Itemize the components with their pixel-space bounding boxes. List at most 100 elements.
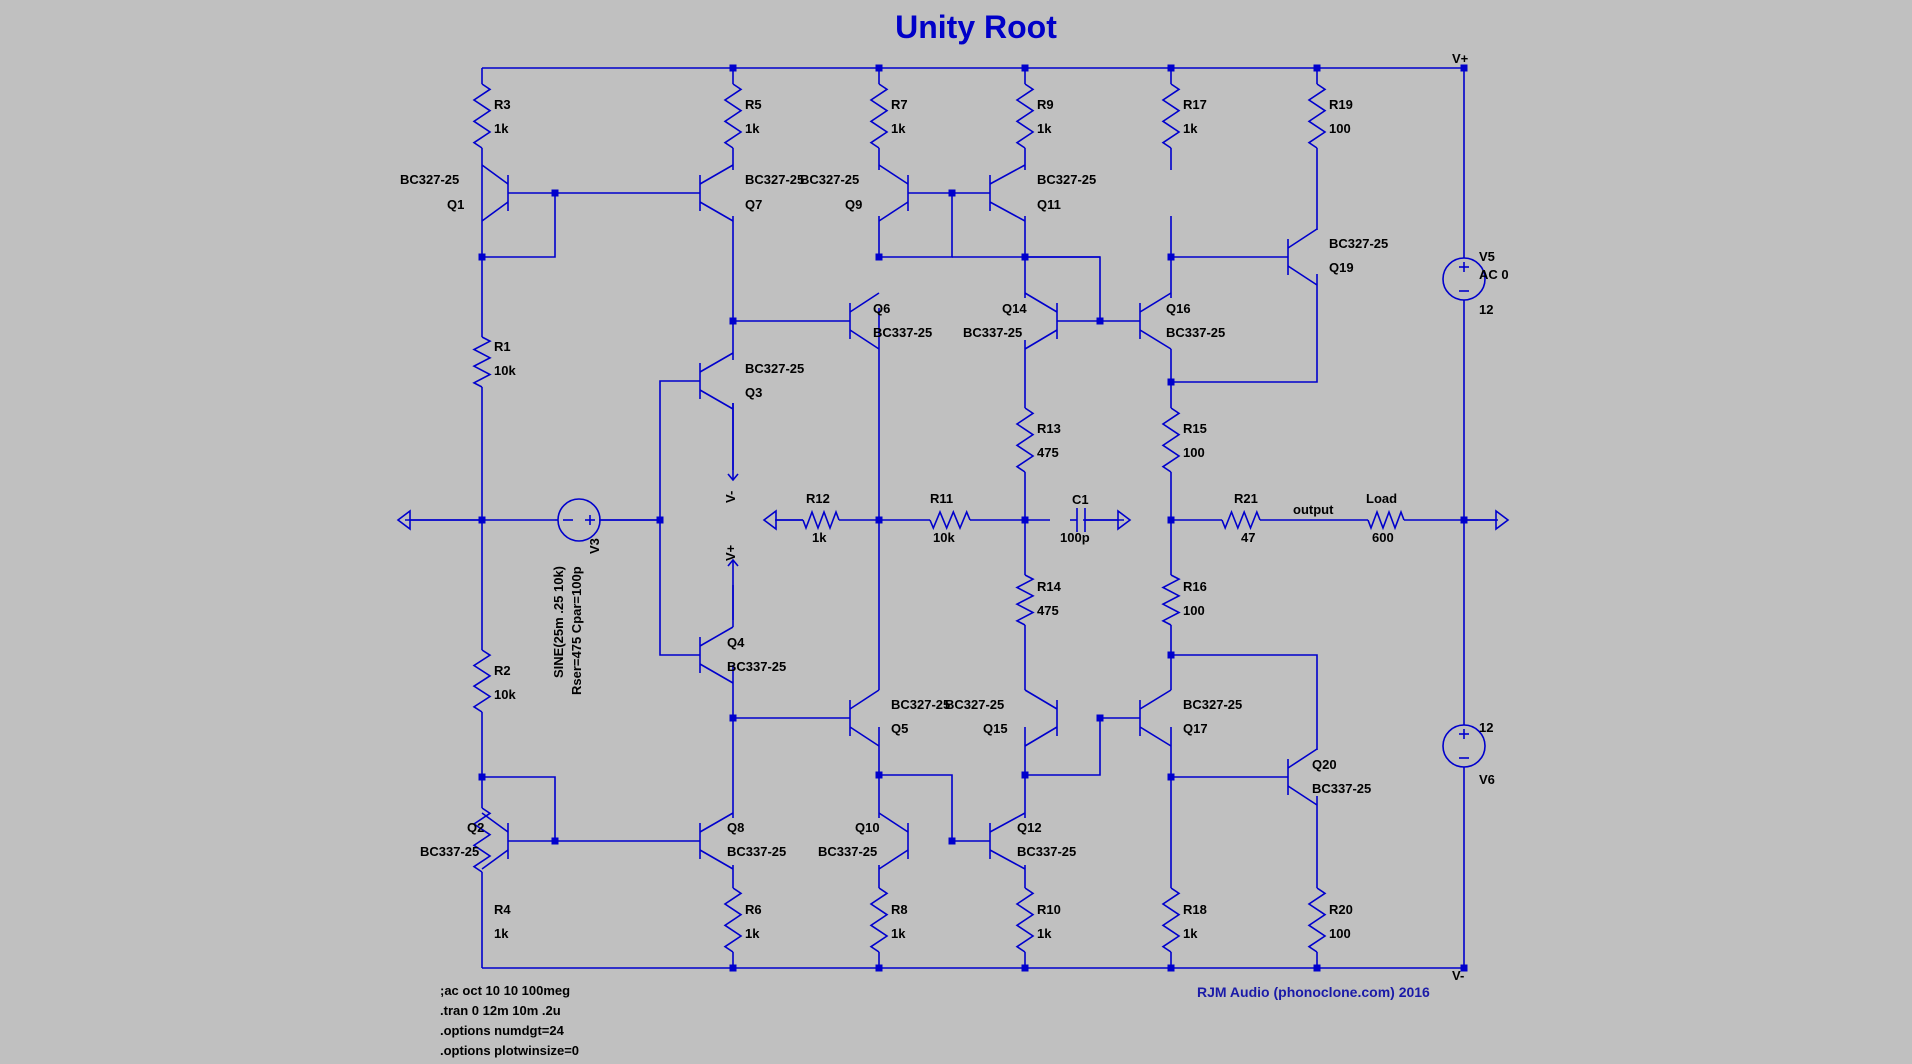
transistor-q9 bbox=[878, 164, 909, 222]
transistor-ref-q8: Q8 bbox=[727, 820, 744, 835]
input-port-left bbox=[396, 509, 411, 531]
output-net-label: output bbox=[1293, 502, 1334, 517]
wire bbox=[878, 193, 953, 258]
transistor-model-q8: BC337-25 bbox=[727, 844, 786, 859]
resistor-r17 bbox=[1161, 83, 1181, 149]
resistor-ref-r12: R12 bbox=[806, 491, 830, 506]
resistor-ref-r7: R7 bbox=[891, 97, 908, 112]
transistor-ref-q6: Q6 bbox=[873, 301, 890, 316]
transistor-ref-q15: Q15 bbox=[983, 721, 1008, 736]
resistor-r12 bbox=[802, 509, 840, 531]
wire bbox=[1170, 625, 1318, 750]
resistor-r13 bbox=[1015, 407, 1035, 473]
junction-dot bbox=[1313, 964, 1321, 972]
resistor-r10 bbox=[1015, 887, 1035, 953]
resistor-value-r6: 1k bbox=[745, 926, 760, 941]
resistor-ref-r14: R14 bbox=[1037, 579, 1062, 594]
resistor-value-r15: 100 bbox=[1183, 445, 1205, 460]
transistor-ref-q11: Q11 bbox=[1037, 197, 1061, 212]
transistor-model-q10: BC337-25 bbox=[818, 844, 877, 859]
transistor-model-q14: BC337-25 bbox=[963, 325, 1022, 340]
resistor-ref-r9: R9 bbox=[1037, 97, 1054, 112]
junction-dot bbox=[1167, 773, 1175, 781]
vminus-pin bbox=[727, 473, 739, 482]
junction-dot bbox=[729, 64, 737, 72]
resistor-r16 bbox=[1161, 574, 1181, 626]
wire bbox=[878, 727, 990, 842]
transistor-q16 bbox=[1139, 292, 1172, 350]
resistor-ref-r18: R18 bbox=[1183, 902, 1207, 917]
transistor-ref-q1: Q1 bbox=[447, 197, 464, 212]
wire bbox=[659, 380, 700, 520]
transistor-q5 bbox=[849, 689, 880, 747]
resistor-ref-r4: R4 bbox=[494, 902, 511, 917]
transistor-model-q4: BC337-25 bbox=[727, 659, 786, 674]
v5-value-line1: AC 0 bbox=[1479, 267, 1509, 282]
transistor-ref-q10: Q10 bbox=[855, 820, 880, 835]
junction-dot bbox=[1021, 964, 1029, 972]
directive-tran: .tran 0 12m 10m .2u bbox=[440, 1003, 561, 1018]
wire bbox=[659, 520, 700, 656]
resistor-r21 bbox=[1221, 509, 1261, 531]
resistor-r5 bbox=[723, 83, 743, 149]
v3-value-line2: Rser=475 Cpar=100p bbox=[569, 566, 584, 695]
transistor-ref-q16: Q16 bbox=[1166, 301, 1191, 316]
resistor-ref-r3: R3 bbox=[494, 97, 511, 112]
wire bbox=[1170, 274, 1318, 383]
c1-ref-label: C1 bbox=[1072, 492, 1089, 507]
resistor-r20 bbox=[1307, 887, 1327, 953]
transistor-q19 bbox=[1287, 228, 1318, 286]
junction-dot bbox=[875, 64, 883, 72]
junction-dot bbox=[875, 253, 883, 261]
transistor-ref-q14: Q14 bbox=[1002, 301, 1027, 316]
transistor-model-q2: BC337-25 bbox=[420, 844, 479, 859]
transistor-model-q12: BC337-25 bbox=[1017, 844, 1076, 859]
transistor-q20 bbox=[1287, 748, 1318, 806]
transistor-model-q5: BC327-25 bbox=[891, 697, 950, 712]
resistor-r14 bbox=[1015, 574, 1035, 626]
junction-dot bbox=[875, 516, 883, 524]
junction-dot bbox=[1021, 516, 1029, 524]
vplus-pin bbox=[727, 558, 739, 567]
junction-dot bbox=[1021, 771, 1029, 779]
transistor-model-q16: BC337-25 bbox=[1166, 325, 1225, 340]
transistor-model-q20: BC337-25 bbox=[1312, 781, 1371, 796]
resistor-r6 bbox=[723, 887, 743, 953]
transistor-q11 bbox=[989, 164, 1026, 222]
resistor-value-r13: 475 bbox=[1037, 445, 1059, 460]
resistor-value-r3: 1k bbox=[494, 121, 509, 136]
transistor-q8 bbox=[699, 812, 734, 870]
resistor-r11 bbox=[929, 509, 971, 531]
labels: R31kR51kR71kR91kR171kR19100R110kR210kR13… bbox=[400, 97, 1397, 941]
transistor-q4 bbox=[699, 626, 734, 684]
transistor-model-q7: BC327-25 bbox=[745, 172, 804, 187]
transistor-q14 bbox=[1024, 292, 1058, 350]
resistor-value-r4: 1k bbox=[494, 926, 509, 941]
transistor-q10 bbox=[878, 812, 909, 870]
transistor-model-q6: BC337-25 bbox=[873, 325, 932, 340]
resistor-value-r12: 1k bbox=[812, 530, 827, 545]
junction-dot bbox=[1167, 651, 1175, 659]
junction-dot bbox=[478, 516, 486, 524]
junction-dot bbox=[1313, 64, 1321, 72]
transistor-model-q17: BC327-25 bbox=[1183, 697, 1242, 712]
transistor-ref-q17: Q17 bbox=[1183, 721, 1208, 736]
junction-dot bbox=[1167, 64, 1175, 72]
v6-value-label: 12 bbox=[1479, 720, 1493, 735]
junction-dot bbox=[551, 837, 559, 845]
transistor-ref-q9: Q9 bbox=[845, 197, 862, 212]
transistor-ref-q2: Q2 bbox=[467, 820, 484, 835]
resistor-ref-r1: R1 bbox=[494, 339, 511, 354]
wire bbox=[1024, 717, 1140, 776]
directive-numdgt: .options numdgt=24 bbox=[440, 1023, 565, 1038]
vminus-pin-label: V- bbox=[723, 491, 738, 503]
resistor-r8 bbox=[869, 887, 889, 953]
c1-port bbox=[1117, 509, 1132, 531]
v3-ref-label: V3 bbox=[587, 538, 602, 554]
output-port bbox=[1495, 509, 1510, 531]
components bbox=[396, 83, 1510, 953]
resistor-r7 bbox=[869, 83, 889, 149]
junction-dot bbox=[478, 773, 486, 781]
